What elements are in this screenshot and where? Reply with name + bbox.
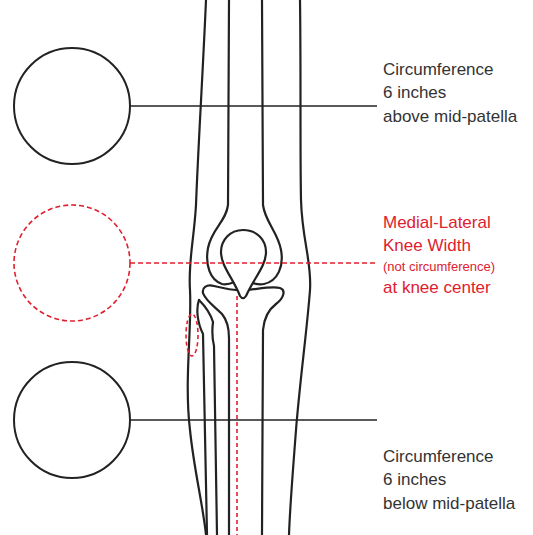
tibia-crest-mark xyxy=(236,296,238,535)
callout-label: Circumference xyxy=(383,60,494,80)
patella xyxy=(221,230,266,298)
callout-label: above mid-patella xyxy=(383,107,517,127)
measure-circle xyxy=(14,48,130,164)
leader-line xyxy=(130,419,377,421)
measure-circle xyxy=(14,362,130,478)
tibia-bone xyxy=(203,285,284,535)
callout-label: Circumference xyxy=(383,447,494,467)
fibula-head-mark xyxy=(186,314,198,356)
callout-label: 6 inches xyxy=(383,83,446,103)
fibula-bone xyxy=(212,322,217,535)
leader-line-dashed xyxy=(130,262,377,263)
callout-label: Medial-Lateral xyxy=(383,213,491,233)
leader-line xyxy=(130,105,377,107)
measure-circle-dashed xyxy=(14,205,130,321)
callout-label: at knee center xyxy=(383,278,491,298)
callout-label: (not circumference) xyxy=(383,259,495,275)
fibula-bone xyxy=(197,300,207,535)
callout-label: Knee Width xyxy=(383,236,471,256)
callout-label: below mid-patella xyxy=(383,494,515,514)
leg-outline-left xyxy=(188,0,206,535)
callout-label: 6 inches xyxy=(383,470,446,490)
leg-outline-right xyxy=(289,0,310,535)
fibula-head xyxy=(199,300,213,322)
